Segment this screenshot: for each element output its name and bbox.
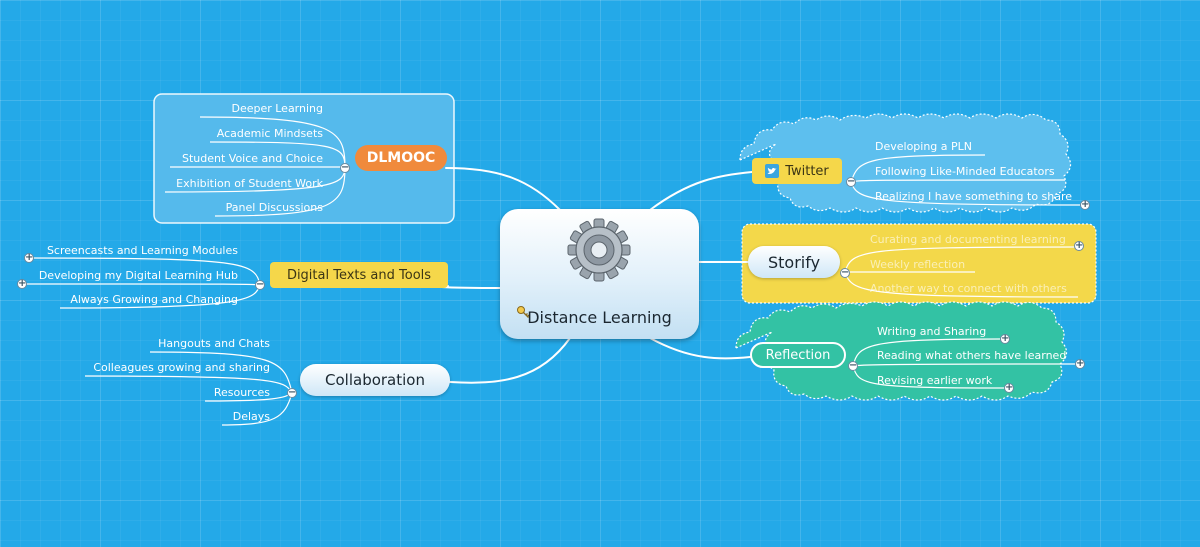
subtopic-exhibition-of-student-work[interactable]: Exhibition of Student Work bbox=[176, 177, 323, 190]
expand-toggle-curating[interactable]: + bbox=[1074, 240, 1084, 251]
topic-digital-texts-and-tools[interactable]: Digital Texts and Tools bbox=[270, 262, 448, 288]
topic-twitter[interactable]: Twitter bbox=[752, 158, 842, 184]
expand-toggle-revising[interactable]: + bbox=[1004, 382, 1014, 393]
topic-dlmooc[interactable]: DLMOOC bbox=[355, 145, 447, 171]
collapse-toggle-reflection[interactable]: − bbox=[848, 360, 858, 371]
subtopic-revising-earlier-work[interactable]: Revising earlier work bbox=[877, 374, 993, 387]
subtopic-curating-learning[interactable]: Curating and documenting learning bbox=[870, 233, 1066, 246]
topic-collaboration-label: Collaboration bbox=[325, 371, 425, 389]
collapse-toggle-collaboration[interactable]: − bbox=[287, 387, 297, 398]
subtopic-another-way-to-connect[interactable]: Another way to connect with others bbox=[870, 282, 1067, 295]
topic-storify[interactable]: Storify bbox=[748, 246, 840, 278]
subtopic-always-growing[interactable]: Always Growing and Changing bbox=[70, 293, 238, 306]
subtopic-deeper-learning[interactable]: Deeper Learning bbox=[231, 102, 323, 115]
central-topic-title: Distance Learning bbox=[527, 308, 672, 327]
topic-reflection[interactable]: Reflection bbox=[750, 342, 846, 368]
subtopic-hangouts-and-chats[interactable]: Hangouts and Chats bbox=[158, 337, 270, 350]
expand-toggle-writing[interactable]: + bbox=[1000, 333, 1010, 344]
topic-collaboration[interactable]: Collaboration bbox=[300, 364, 450, 396]
reflection-cloud-boundary bbox=[735, 301, 1068, 401]
subtopic-academic-mindsets[interactable]: Academic Mindsets bbox=[216, 127, 323, 140]
key-icon bbox=[517, 306, 530, 318]
expand-toggle-screencasts[interactable]: + bbox=[24, 252, 34, 263]
subtopic-delays[interactable]: Delays bbox=[232, 410, 270, 423]
subtopic-resources[interactable]: Resources bbox=[213, 386, 270, 399]
collapse-toggle-storify[interactable]: − bbox=[840, 267, 850, 278]
subtopic-screencasts[interactable]: Screencasts and Learning Modules bbox=[46, 244, 238, 257]
topic-dlmooc-label: DLMOOC bbox=[366, 150, 436, 166]
collapse-toggle-digital-texts[interactable]: − bbox=[255, 279, 265, 290]
expand-toggle-digital-learning-hub[interactable]: + bbox=[17, 278, 27, 289]
collapse-toggle-twitter[interactable]: − bbox=[846, 176, 856, 187]
subtopic-digital-learning-hub[interactable]: Developing my Digital Learning Hub bbox=[38, 269, 238, 282]
subtopic-reading-what-others-learned[interactable]: Reading what others have learned bbox=[877, 349, 1067, 362]
expand-toggle-realizing[interactable]: + bbox=[1080, 199, 1090, 210]
subtopic-weekly-reflection[interactable]: Weekly reflection bbox=[870, 258, 966, 271]
subtopic-colleagues-growing[interactable]: Colleagues growing and sharing bbox=[93, 361, 270, 374]
topic-storify-label: Storify bbox=[767, 252, 821, 272]
subtopic-writing-and-sharing[interactable]: Writing and Sharing bbox=[877, 325, 987, 338]
expand-toggle-reading[interactable]: + bbox=[1075, 358, 1085, 369]
topic-twitter-label: Twitter bbox=[785, 163, 829, 179]
subtopic-developing-a-pln[interactable]: Developing a PLN bbox=[875, 140, 973, 153]
twitter-cloud-boundary bbox=[739, 113, 1072, 213]
gear-icon bbox=[567, 218, 631, 282]
collapse-toggle-dlmooc[interactable]: − bbox=[340, 162, 350, 173]
dlmooc-boundary bbox=[153, 93, 455, 224]
twitter-bird-icon bbox=[765, 164, 780, 178]
topic-reflection-label: Reflection bbox=[765, 347, 831, 363]
storify-boundary bbox=[741, 223, 1097, 304]
subtopic-student-voice-and-choice[interactable]: Student Voice and Choice bbox=[181, 152, 323, 165]
subtopic-panel-discussions[interactable]: Panel Discussions bbox=[225, 201, 323, 214]
subtopic-realizing-something-to-share[interactable]: Realizing I have something to share bbox=[875, 190, 1073, 203]
topic-digital-texts-label: Digital Texts and Tools bbox=[286, 267, 432, 283]
subtopic-following-educators[interactable]: Following Like-Minded Educators bbox=[875, 165, 1055, 178]
central-topic[interactable]: Distance Learning bbox=[500, 209, 699, 339]
